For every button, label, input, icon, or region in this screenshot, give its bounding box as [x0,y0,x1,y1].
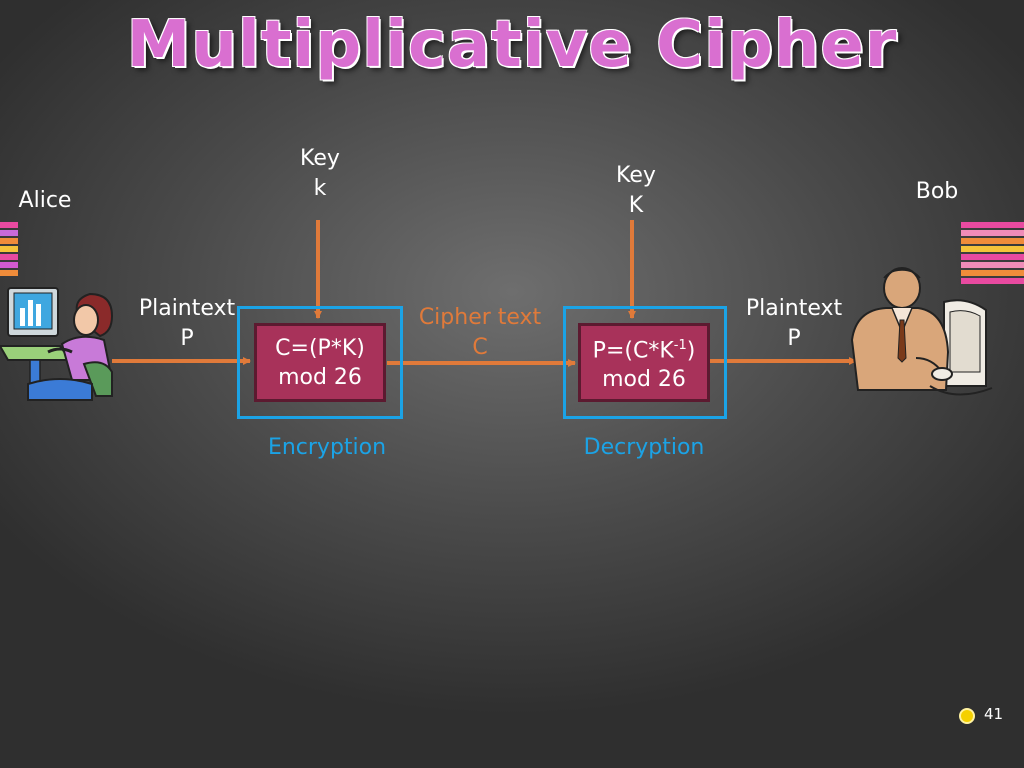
decryption-formula-suffix: ) [686,338,696,364]
ciphertext-word: Cipher text [418,305,542,330]
slide-title: Multiplicative Cipher [126,8,898,82]
plaintext-left-symbol: P [180,326,194,351]
plaintext-right-symbol: P [787,326,801,351]
bob-label: Bob [915,179,959,204]
encryption-formula-box: C=(P*K) mod 26 [254,323,386,402]
key-left-label: Key k [290,144,350,204]
plaintext-right-label: Plaintext P [742,294,846,354]
encryption-box [237,306,403,419]
alice-computer-icon [0,287,114,401]
encryption-formula-line2: mod 26 [278,364,362,390]
bob-stripes-decoration [961,222,1024,286]
ciphertext-symbol: C [472,335,488,360]
key-right-word: Key [616,163,656,188]
plaintext-left-label: Plaintext P [135,294,239,354]
decryption-formula-exponent: -1 [673,337,687,353]
page-indicator-icon [959,708,975,724]
alice-label: Alice [18,188,72,213]
key-right-label: Key K [606,161,666,221]
decryption-formula-line1: P=(C*K-1) [593,331,696,365]
plaintext-left-word: Plaintext [138,296,236,321]
page-number: 41 [984,705,1004,723]
key-right-symbol: K [628,193,644,218]
ciphertext-label: Cipher text C [410,303,550,363]
alice-stripes-decoration [0,222,18,278]
bob-computer-icon [850,267,993,396]
key-left-word: Key [300,146,340,171]
encryption-formula-line1: C=(P*K) [275,335,365,361]
decryption-formula-prefix: P=(C*K [592,338,674,364]
encryption-label: Encryption [267,435,387,460]
plaintext-right-word: Plaintext [745,296,843,321]
decryption-label: Decryption [583,435,705,460]
key-left-symbol: k [313,176,327,201]
decryption-formula-box: P=(C*K-1) mod 26 [578,323,710,402]
decryption-box [563,306,727,419]
decryption-formula-line2: mod 26 [602,367,686,393]
